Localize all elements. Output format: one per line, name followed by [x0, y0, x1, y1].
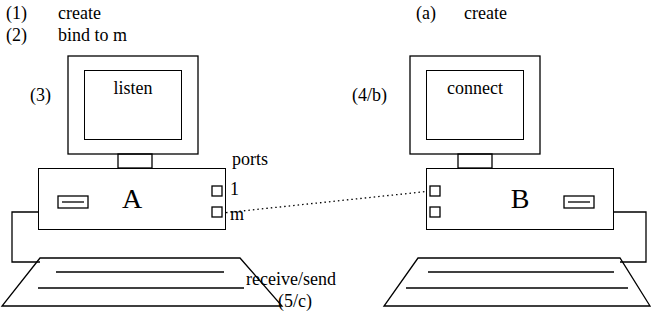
node-text: listen: [114, 79, 153, 99]
step-text: create: [464, 4, 507, 24]
monitor-screen: connect: [426, 70, 524, 140]
keyboard: [384, 258, 650, 306]
keyboard: [2, 258, 282, 306]
drive-slot: [564, 196, 594, 208]
port-name: 1: [230, 180, 239, 200]
keyboard-cable: [614, 212, 646, 262]
key-row: [56, 271, 224, 272]
keyboard-cable: [12, 212, 40, 262]
port: [430, 207, 440, 217]
step-number: (1): [6, 4, 27, 24]
node-text: B: [511, 184, 530, 215]
monitor-screen: listen: [84, 70, 182, 140]
step-number: (3): [30, 86, 51, 106]
port-name: m: [230, 205, 244, 225]
drive-slot-line: [568, 201, 590, 202]
port-1: [212, 186, 222, 196]
step-number: (a): [416, 4, 436, 24]
monitor-stand: [458, 154, 492, 168]
step-text: create: [58, 4, 101, 24]
monitor-stand: [118, 154, 152, 168]
step-number: (2): [6, 26, 27, 46]
step-number: (5/c): [278, 292, 312, 312]
step-text: bind to m: [58, 26, 127, 46]
computer-case: B: [426, 168, 614, 230]
monitor-frame: [68, 56, 198, 154]
network-link: [226, 192, 426, 213]
node-text: connect: [447, 79, 503, 99]
drive-slot-line: [62, 201, 84, 202]
port-m: [212, 207, 222, 217]
node-text: A: [122, 184, 142, 215]
step-number: (4/b): [352, 86, 387, 106]
key-row: [406, 287, 628, 288]
monitor-frame: [410, 56, 540, 154]
drive-slot: [58, 196, 88, 208]
key-row: [38, 287, 244, 288]
key-row: [428, 271, 614, 272]
step-text: receive/send: [246, 270, 336, 290]
port: [430, 186, 440, 196]
computer-case: A: [38, 168, 226, 230]
port-heading: ports: [232, 150, 268, 170]
